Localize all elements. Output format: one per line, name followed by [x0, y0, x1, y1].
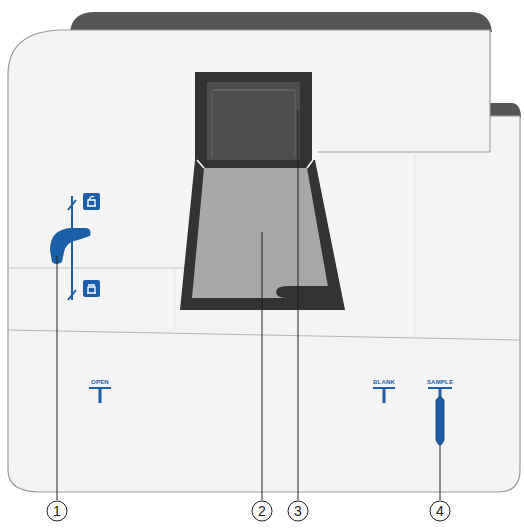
device-body	[8, 30, 520, 492]
callout-number: 4	[436, 504, 444, 518]
callout-circle	[47, 501, 450, 521]
lid-hinge	[197, 160, 313, 168]
lever	[50, 228, 91, 264]
housing-edge	[318, 116, 490, 152]
lever-track	[71, 196, 73, 300]
panel-seam	[175, 152, 415, 338]
lid-inner	[207, 82, 300, 160]
callout-number: 2	[258, 504, 266, 518]
close-icon	[83, 280, 100, 297]
lever-track	[68, 200, 76, 300]
housing-top	[70, 12, 492, 32]
lid-hinge	[212, 90, 295, 158]
close-icon	[87, 285, 96, 293]
key-label: OPEN	[91, 379, 109, 385]
lid-hinge	[213, 90, 294, 91]
chamber-plate	[192, 168, 330, 298]
leader-line	[57, 110, 440, 500]
stylus	[436, 397, 444, 445]
open-icon	[87, 196, 96, 206]
key-marker	[89, 387, 452, 403]
callout-number: 1	[53, 504, 61, 518]
key-label: SAMPLE	[427, 379, 453, 385]
open-icon	[83, 193, 100, 210]
key-label: BLANK	[373, 379, 395, 385]
lid-frame	[195, 72, 312, 160]
housing-edge	[8, 268, 190, 269]
front-edge	[8, 330, 520, 340]
callout-number: 3	[294, 504, 302, 518]
chamber-notch	[276, 286, 330, 298]
